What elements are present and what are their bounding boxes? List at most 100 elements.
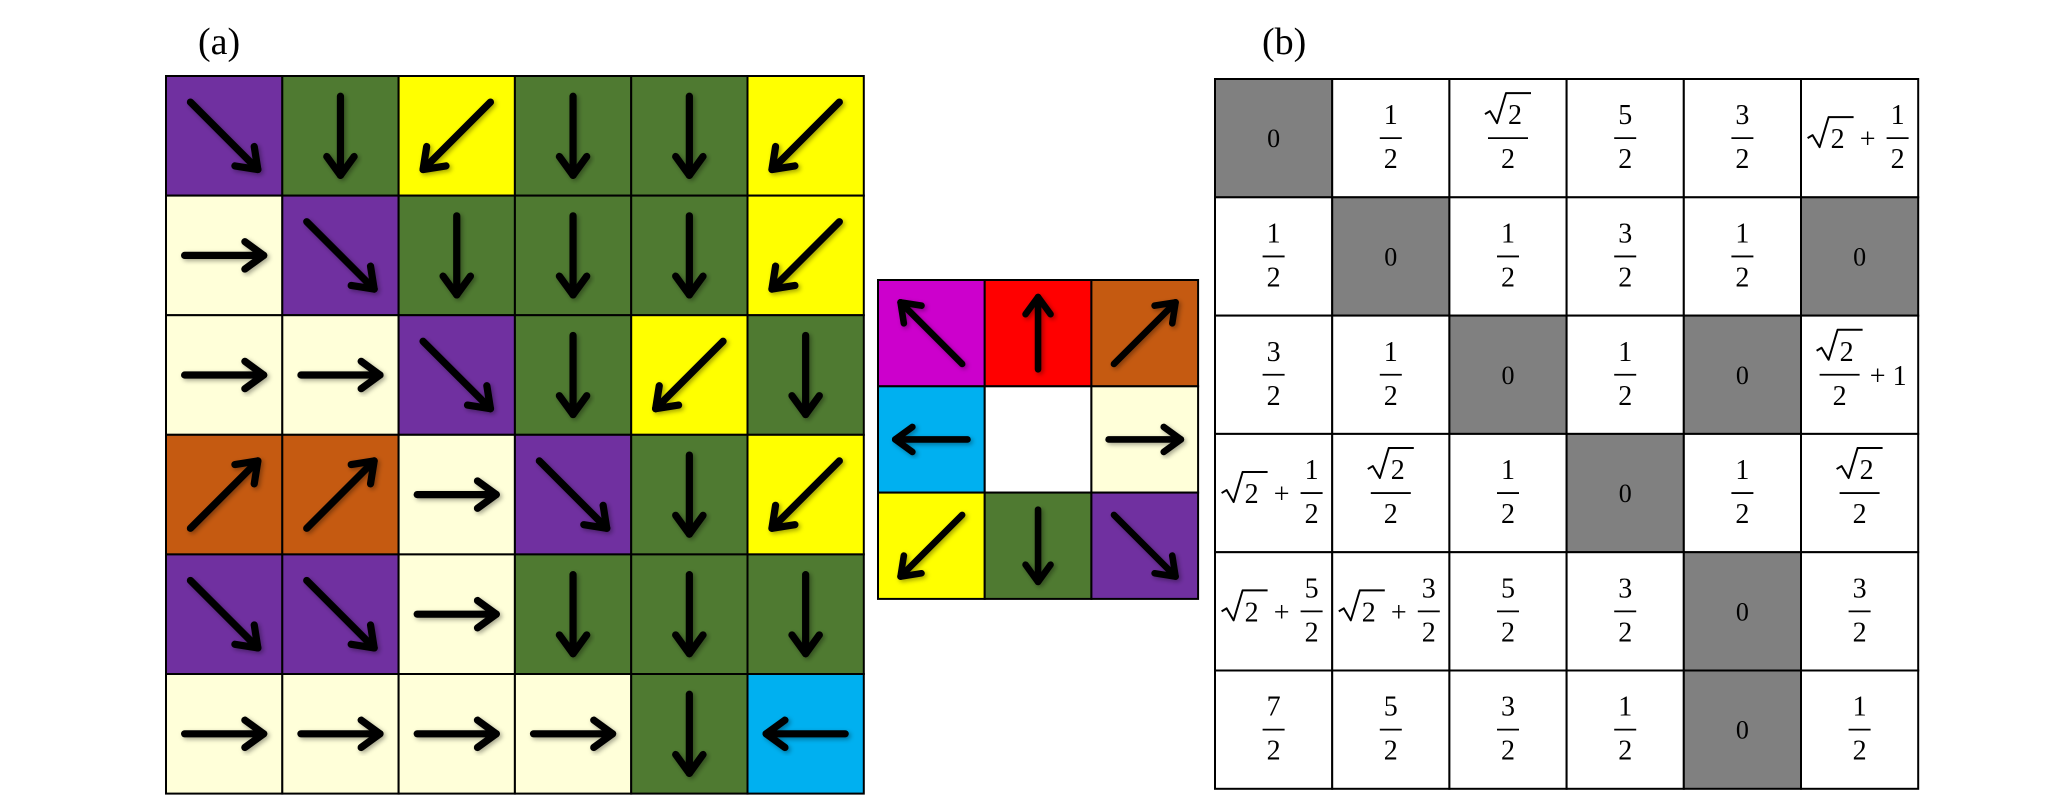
svg-text:+: + <box>1274 479 1290 510</box>
cell-value: 12 <box>1731 218 1754 293</box>
down-right-arrow-icon <box>186 576 262 652</box>
cell-value: 0 <box>1267 124 1280 153</box>
fraction: 12 <box>1731 218 1754 293</box>
svg-text:1: 1 <box>1384 337 1398 368</box>
cell-value: 0 <box>1736 361 1749 390</box>
shaded-cell <box>1448 314 1568 435</box>
fraction: 32 <box>1614 573 1637 648</box>
svg-text:7: 7 <box>1267 692 1281 723</box>
down-arrow-icon <box>788 571 823 658</box>
svg-text:1: 1 <box>1305 455 1319 486</box>
svg-text:2: 2 <box>1833 381 1847 412</box>
cell-value: 12 <box>1497 455 1519 530</box>
right-arrow-icon <box>529 716 617 752</box>
svg-text:2: 2 <box>1501 144 1515 175</box>
cell-value: 72 <box>1262 692 1285 767</box>
fraction: 12 <box>1379 100 1402 175</box>
cell-value: 52 <box>1497 573 1519 648</box>
cell-value: 0 <box>1619 479 1632 508</box>
svg-text:1: 1 <box>1735 218 1749 249</box>
svg-text:1: 1 <box>1384 100 1398 131</box>
svg-text:3: 3 <box>1501 692 1515 723</box>
fraction: 22 <box>1816 328 1863 412</box>
cell-value: 0 <box>1736 597 1749 626</box>
right-arrow-icon <box>413 596 500 632</box>
svg-text:2: 2 <box>1735 262 1749 293</box>
down-right-arrow-icon <box>303 576 378 652</box>
fraction: 12 <box>1379 337 1402 412</box>
down-arrow-icon <box>672 690 707 777</box>
cell-value: 12 <box>1262 218 1285 293</box>
right-arrow-icon <box>181 357 268 393</box>
svg-text:2: 2 <box>1853 617 1867 648</box>
svg-text:2: 2 <box>1267 736 1281 767</box>
cell-value: 32 <box>1848 573 1871 648</box>
fraction: 32 <box>1848 573 1871 648</box>
svg-text:+: + <box>1274 597 1290 628</box>
down-left-arrow-icon <box>768 218 843 293</box>
panel-a-label: (a) <box>198 21 240 63</box>
svg-text:1: 1 <box>1618 692 1632 723</box>
svg-text:2: 2 <box>1362 597 1376 628</box>
right-arrow-icon <box>413 716 500 752</box>
svg-text:2: 2 <box>1384 144 1398 175</box>
svg-text:2: 2 <box>1384 381 1398 412</box>
shaded-cell <box>1682 314 1803 435</box>
svg-text:2: 2 <box>1384 499 1398 530</box>
svg-text:2: 2 <box>1501 262 1515 293</box>
cell-value: 12 <box>1379 337 1402 412</box>
fraction: 22 <box>1836 447 1883 530</box>
svg-text:3: 3 <box>1618 218 1632 249</box>
right-arrow-icon <box>297 716 384 752</box>
distance-cell <box>1214 196 1334 317</box>
fraction: 52 <box>1614 100 1637 175</box>
svg-text:0: 0 <box>1736 716 1749 745</box>
cell-value: 0 <box>1736 716 1749 745</box>
svg-text:2: 2 <box>1245 479 1259 510</box>
cell-value: 32 <box>1614 573 1637 648</box>
left-arrow-icon <box>762 716 849 752</box>
svg-text:2: 2 <box>1267 381 1281 412</box>
fraction: 32 <box>1731 100 1754 175</box>
svg-text:5: 5 <box>1618 100 1632 131</box>
svg-text:1: 1 <box>1501 455 1515 486</box>
cell-value: 52 <box>1379 692 1402 767</box>
svg-text:1: 1 <box>1853 692 1867 723</box>
fraction: 12 <box>1731 455 1754 530</box>
down-arrow-icon <box>672 571 707 658</box>
svg-text:2: 2 <box>1305 617 1319 648</box>
svg-text:3: 3 <box>1422 573 1436 604</box>
svg-text:2: 2 <box>1391 455 1405 486</box>
svg-text:3: 3 <box>1618 573 1632 604</box>
svg-text:5: 5 <box>1305 573 1319 604</box>
cell-value: 32 <box>1731 100 1754 175</box>
cell-value: 32 <box>1262 337 1285 412</box>
svg-text:+: + <box>1860 124 1876 155</box>
cell-value: 2 +52 <box>1221 573 1323 648</box>
fraction: 22 <box>1484 92 1531 175</box>
svg-text:2: 2 <box>1305 499 1319 530</box>
down-left-arrow-icon <box>897 511 966 580</box>
down-right-arrow-icon <box>535 457 611 532</box>
svg-text:2: 2 <box>1853 736 1867 767</box>
fraction: 12 <box>1614 692 1637 767</box>
direction-legend <box>877 279 1200 600</box>
cell-value: 32 <box>1497 692 1519 767</box>
fraction: 32 <box>1497 692 1519 767</box>
svg-text:0: 0 <box>1736 597 1749 626</box>
fraction: 52 <box>1300 573 1323 648</box>
shaded-cell <box>1214 78 1334 199</box>
up-right-arrow-icon <box>186 457 262 532</box>
down-arrow-icon <box>1022 506 1054 586</box>
shaded-cell <box>1565 432 1685 554</box>
svg-text:0: 0 <box>1502 361 1515 390</box>
svg-text:3: 3 <box>1267 337 1281 368</box>
cell-value: 0 <box>1502 361 1515 390</box>
up-right-arrow-icon <box>1110 299 1179 368</box>
down-arrow-icon <box>672 92 707 179</box>
svg-text:1: 1 <box>1891 100 1905 131</box>
down-arrow-icon <box>555 92 591 179</box>
down-arrow-icon <box>323 92 358 179</box>
down-right-arrow-icon <box>1110 511 1179 580</box>
